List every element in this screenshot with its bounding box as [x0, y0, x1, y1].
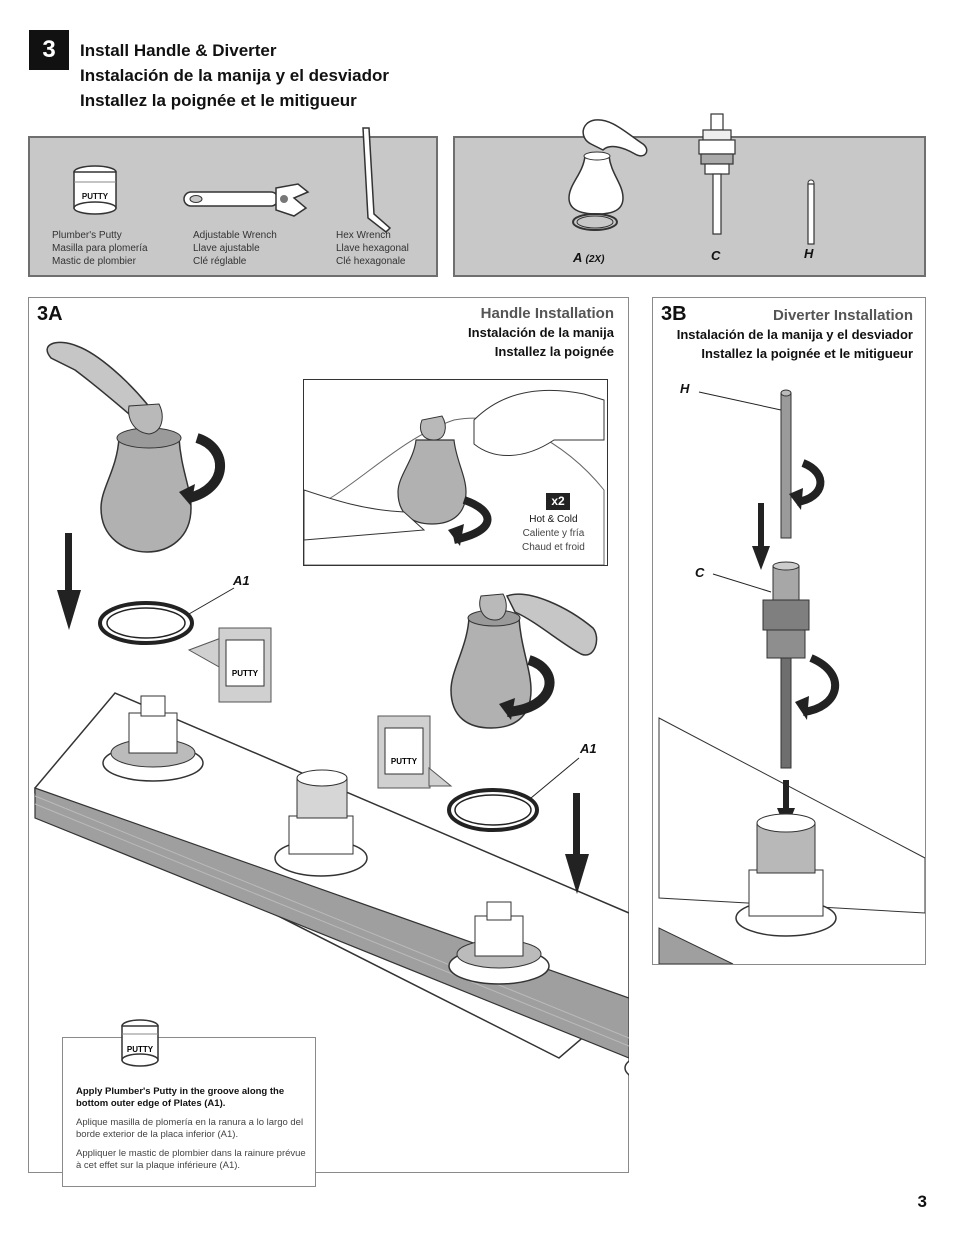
callout-h: H [680, 381, 690, 396]
part-label-h: H [804, 246, 814, 261]
handle-inset-illustration: x2 Hot & Cold Caliente y fría Chaud et f… [303, 379, 608, 566]
tool-label-hex-wrench: Hex Wrench Llave hexagonal Clé hexagonal… [336, 230, 409, 267]
tools-panel: PUTTY Plumber's Putty Masilla para plome… [28, 127, 438, 277]
putty-callout-left-label: PUTTY [232, 669, 259, 678]
note-text-fr: Appliquer le mastic de plombier dans la … [76, 1148, 306, 1171]
putty-note-text: Apply Plumber's Putty in the groove alon… [76, 1086, 306, 1179]
cartridge-part-icon [698, 113, 736, 235]
page-number: 3 [917, 1192, 927, 1211]
step-title-es: Instalación de la manija y el desviador [80, 66, 389, 85]
section-3a-heading: Handle Installation Instalación de la ma… [468, 305, 614, 359]
step-title-fr: Installez la poignée et le mitigueur [80, 91, 357, 110]
section-3b-heading: Diverter Installation Instalación de la … [676, 307, 913, 361]
hex-wrench-icon [362, 127, 392, 233]
step-number-badge: 3 [29, 30, 69, 70]
right-valve-drawing [448, 901, 550, 985]
callout-a1-left: A1 [233, 573, 250, 588]
note-text-es: Aplique masilla de plomería en la ranura… [76, 1117, 304, 1140]
callout-a1-right: A1 [580, 741, 597, 756]
putty-note-label: PUTTY [127, 1045, 154, 1054]
putty-note-icon: PUTTY [121, 1019, 159, 1067]
part-label-c: C [711, 248, 721, 263]
section-3a-label: 3A [37, 303, 63, 325]
part-label-a: A (2X) [573, 250, 605, 265]
left-handle-drawing [46, 341, 226, 553]
tool-label-adjustable-wrench: Adjustable Wrench Llave ajustable Clé ré… [193, 230, 277, 267]
parts-panel: A (2X) C H [453, 113, 926, 277]
section-3b-label: 3B [661, 303, 687, 325]
tool-label-putty: Plumber's Putty Masilla para plomería Ma… [52, 230, 148, 267]
note-text-en: Apply Plumber's Putty in the groove alon… [76, 1086, 285, 1109]
diverter-rod-part-icon [807, 179, 815, 245]
callout-c: C [695, 565, 705, 580]
putty-can-label: PUTTY [82, 192, 109, 201]
right-handle-drawing [450, 593, 598, 729]
adjustable-wrench-icon [183, 183, 310, 217]
putty-note-box: PUTTY Apply Plumber's Putty in the groov… [62, 1019, 316, 1187]
step-title: Install Handle & Diverter Instalación de… [80, 38, 389, 113]
putty-can-icon: PUTTY [73, 165, 117, 215]
spout-base-drawing [274, 769, 368, 877]
putty-callout-right-label: PUTTY [391, 757, 418, 766]
deck-diverter-drawing [624, 1060, 629, 1076]
step-title-en: Install Handle & Diverter [80, 41, 277, 60]
handle-part-icon [568, 119, 648, 231]
left-valve-drawing [102, 695, 204, 782]
inset-caption: Hot & Cold Caliente y fría Chaud et froi… [522, 514, 585, 553]
diverter-installation-illustration [658, 389, 925, 964]
hands-installing-handle-drawing [304, 389, 605, 565]
handle-installation-illustration: PUTTY PUTTY [34, 341, 629, 1076]
quantity-badge: x2 [546, 493, 570, 510]
section-3b: 3B Diverter Installation Instalación de … [652, 297, 926, 965]
